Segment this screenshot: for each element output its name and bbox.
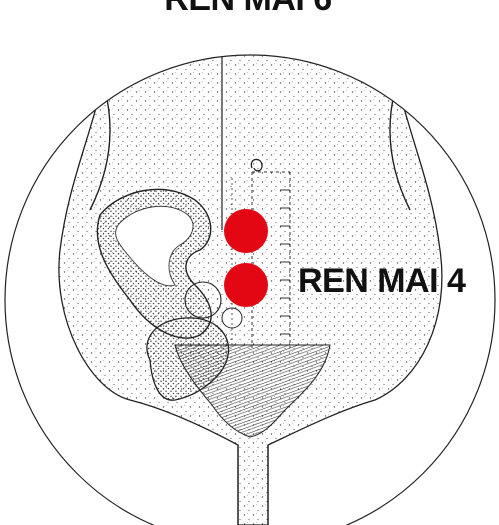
ren-mai-6-point: [224, 209, 268, 253]
ren-mai-4-label: REN MAI 4: [298, 262, 465, 301]
ren-mai-4-point: [224, 263, 268, 307]
ren-mai-6-label: REN MAI 6: [118, 0, 378, 19]
